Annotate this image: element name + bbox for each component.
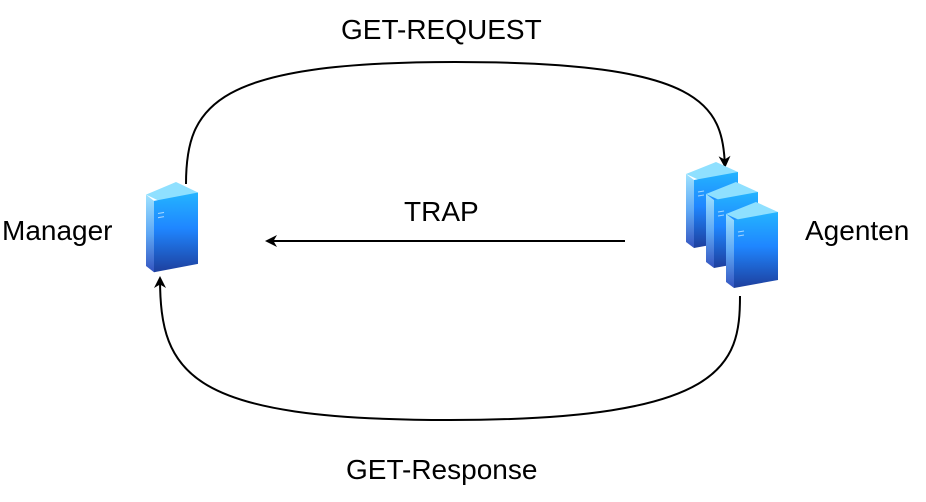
trap-label: TRAP bbox=[404, 196, 479, 227]
manager-server-icon bbox=[145, 181, 199, 273]
get-response-label: GET-Response bbox=[346, 454, 538, 485]
agents-server-cluster-icon bbox=[685, 161, 779, 289]
agent-server-icon bbox=[725, 201, 779, 289]
get-response-edge bbox=[154, 276, 741, 422]
agenten-label: Agenten bbox=[805, 215, 910, 246]
get-request-label: GET-REQUEST bbox=[341, 14, 542, 45]
get-request-edge bbox=[185, 60, 731, 185]
manager-label: Manager bbox=[2, 215, 113, 246]
